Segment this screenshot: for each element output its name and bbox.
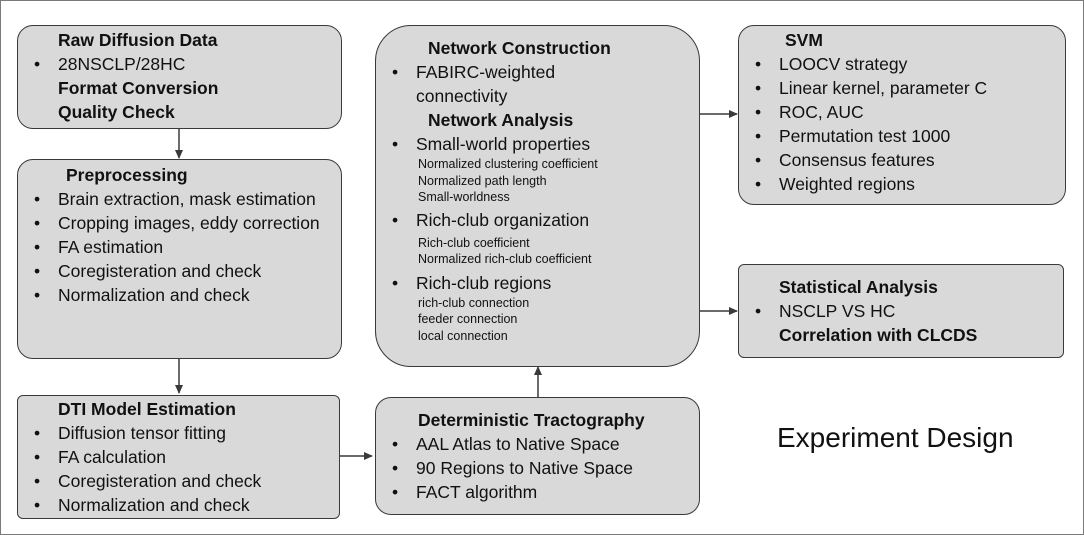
preprocessing-item: Brain extraction, mask estimation (30, 187, 329, 211)
rich-club-organization: Rich-club organization (388, 208, 687, 232)
statistical-item: NSCLP VS HC (751, 299, 1051, 323)
svm-item: Weighted regions (751, 172, 1053, 196)
quality-check-step: Quality Check (58, 102, 175, 122)
raw-data-item: 28NSCLP/28HC (30, 52, 329, 76)
dti-item: Diffusion tensor fitting (30, 421, 327, 445)
small-world-properties: Small-world properties (388, 132, 687, 156)
network-analysis-title: Network Analysis (428, 110, 574, 130)
statistical-analysis-box: Statistical Analysis NSCLP VS HC Correla… (738, 264, 1064, 358)
svm-item: Permutation test 1000 (751, 124, 1053, 148)
small-world-subitem: Normalized clustering coefficient (418, 157, 598, 171)
preprocessing-title: Preprocessing (66, 165, 188, 185)
raw-diffusion-data-title: Raw Diffusion Data (58, 30, 218, 50)
statistical-analysis-title: Statistical Analysis (779, 277, 938, 297)
preprocessing-item: Normalization and check (30, 283, 329, 307)
rich-club-region-subitem: feeder connection (418, 312, 518, 326)
rich-club-region-subitem: local connection (418, 328, 508, 343)
small-world-subitem: Normalized path length (418, 173, 547, 188)
svm-item: ROC, AUC (751, 100, 1053, 124)
deterministic-tractography-title: Deterministic Tractography (418, 410, 645, 430)
diagram-caption: Experiment Design (777, 422, 1014, 453)
correlation-step: Correlation with CLCDS (779, 325, 978, 345)
preprocessing-item: Cropping images, eddy correction (30, 211, 329, 235)
preprocessing-item: FA estimation (30, 235, 329, 259)
rich-club-subitem: Normalized rich-club coefficient (418, 252, 592, 266)
small-world-subitem: Small-worldness (418, 190, 510, 204)
rich-club-subitem: Rich-club coefficient (418, 235, 530, 250)
network-construction-box: Network Construction FABIRC-weighted con… (375, 25, 700, 367)
tractography-item: FACT algorithm (388, 480, 687, 504)
raw-diffusion-data-box: Raw Diffusion Data 28NSCLP/28HC Format C… (17, 25, 342, 129)
network-construction-title: Network Construction (428, 38, 611, 58)
svm-item: Consensus features (751, 148, 1053, 172)
dti-model-estimation-box: DTI Model Estimation Diffusion tensor fi… (17, 395, 340, 519)
rich-club-region-subitem: rich-club connection (418, 295, 530, 310)
preprocessing-item: Coregisteration and check (30, 259, 329, 283)
deterministic-tractography-box: Deterministic Tractography AAL Atlas to … (375, 397, 700, 515)
format-conversion-step: Format Conversion (58, 78, 219, 98)
svm-box: SVM LOOCV strategy Linear kernel, parame… (738, 25, 1066, 205)
dti-item: FA calculation (30, 445, 327, 469)
preprocessing-box: Preprocessing Brain extraction, mask est… (17, 159, 342, 359)
tractography-item: AAL Atlas to Native Space (388, 432, 687, 456)
dti-item: Coregisteration and check (30, 469, 327, 493)
network-item-fabirc: FABIRC-weighted connectivity (388, 60, 687, 108)
tractography-item: 90 Regions to Native Space (388, 456, 687, 480)
svm-title: SVM (785, 30, 823, 50)
svm-item: LOOCV strategy (751, 52, 1053, 76)
dti-item: Normalization and check (30, 493, 327, 517)
svm-item: Linear kernel, parameter C (751, 76, 1053, 100)
rich-club-regions: Rich-club regions (388, 271, 687, 295)
dti-model-estimation-title: DTI Model Estimation (58, 399, 236, 419)
